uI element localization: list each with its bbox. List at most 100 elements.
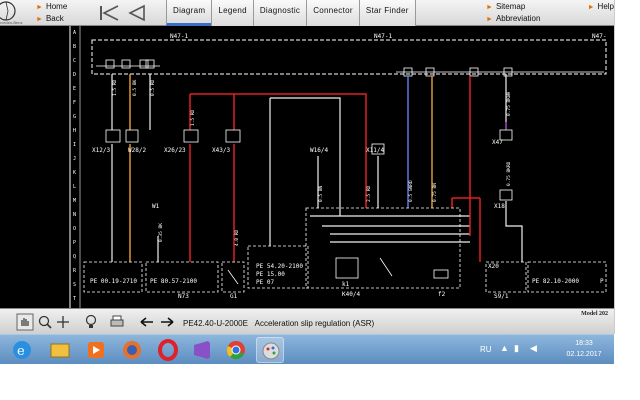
home-link[interactable]: ►Home [36,1,67,13]
abbreviation-label: Abbreviation [495,14,541,23]
grid-row-label: G [73,114,76,120]
volume-icon[interactable]: ◀ [530,343,537,353]
lightbulb-icon[interactable] [82,313,100,331]
connector-label: X12/3 [92,147,110,154]
internet-explorer-icon[interactable]: e [8,337,36,363]
network-icon[interactable]: ▮ [514,343,519,353]
zoom-icon[interactable] [36,313,54,331]
toolbar: rcedes-Benz ►Home ►Back Diagram Legend D… [0,0,614,26]
grid-row-label: F [73,100,76,106]
grid-row-label: K [73,170,76,176]
wire-label: 4.0 RD [234,229,240,246]
reference-box[interactable]: PE 07 [256,279,274,286]
connector-label: W16/4 [310,147,328,154]
top-label: N47- [592,33,606,40]
tab-connector[interactable]: Connector [306,0,359,26]
hand-pan-icon[interactable] [16,313,34,331]
grid-row-label: L [73,184,76,190]
opera-icon[interactable] [154,337,182,363]
connector-label: X18 [494,203,505,210]
chrome-icon[interactable] [222,337,250,363]
grid-row-label: C [73,58,76,64]
arrow-right-icon: ► [486,4,493,11]
logo-caption: rcedes-Benz [0,20,23,25]
right-links: ►Sitemap ►Help ►Abbreviation [486,1,614,25]
clock[interactable]: 18:33 02.12.2017 [554,338,614,360]
bottom-toolbar: PE42.40-U-2000E Acceleration slip regula… [0,308,614,334]
wire-label: 0.5 BK [132,79,138,96]
file-explorer-icon[interactable] [46,337,74,363]
reference-box[interactable]: P [600,278,604,285]
tab-legend[interactable]: Legend [211,0,253,26]
tab-diagnostic[interactable]: Diagnostic [252,0,307,26]
back-label: Back [45,14,64,23]
connector-label: X20 [488,263,499,270]
sitemap-link[interactable]: ►Sitemap [486,1,525,13]
previous-page-icon[interactable] [126,4,148,22]
mercedes-logo-icon: rcedes-Benz [0,0,24,26]
grid-row-label: M [73,198,76,204]
grid-row-label: D [73,72,76,78]
print-icon[interactable] [108,313,126,331]
tab-star-finder[interactable]: Star Finder [358,0,416,26]
document-title: Acceleration slip regulation (ASR) [254,319,375,328]
visual-studio-icon[interactable] [188,337,216,363]
reference-box[interactable]: PE 54.20-2100 [256,263,303,270]
arrow-right-icon: ► [587,4,595,11]
wis-app-icon[interactable] [256,337,284,363]
grid-row-label: B [73,44,76,50]
grid-row-label: P [73,240,76,246]
connector-label: X26/23 [164,147,186,154]
grid-row-label: J [73,156,76,162]
show-hidden-icons[interactable]: ▲ [500,343,509,353]
grid-row-label: O [73,226,76,232]
grid-row-label: R [73,268,77,274]
connector-label: W28/2 [128,147,146,154]
document-reference: PE42.40-U-2000E Acceleration slip regula… [183,319,374,328]
component-label: f2 [438,291,446,298]
component-label: N73 [178,293,189,300]
sitemap-label: Sitemap [495,2,526,11]
reference-box[interactable]: PE 15.00 [256,271,285,278]
back-link[interactable]: ►Back [36,13,67,25]
grid-row-label: N [73,212,76,218]
reference-box[interactable]: PE 80.57-2100 [150,278,197,285]
wire-label: 2.5 RD [366,185,372,202]
firefox-icon[interactable] [118,337,146,363]
tab-diagram[interactable]: Diagram [166,0,212,26]
component-label: k1 [342,281,350,288]
component-label: G1 [230,293,238,300]
grid-row-label: H [73,128,76,134]
grid-row-label: S [73,282,76,288]
connector-label: X11/4 [366,147,384,154]
first-page-icon[interactable] [98,4,120,22]
right-panel [614,0,640,334]
reference-box[interactable]: PE 00.19-2710 [90,278,137,285]
wire-label: 0.5 RD [150,79,156,96]
wire-label: 0.75 BKRD [506,161,512,186]
wire-label: 0.5 BN [318,185,324,202]
arrow-right-icon: ► [36,16,43,23]
wire-label: 0.75 BKWH [506,91,512,116]
arrow-right-icon: ► [36,4,43,11]
arrow-left-icon[interactable] [138,313,156,331]
model-label: Model 202 [581,311,608,317]
nav-links: ►Home ►Back [36,1,67,25]
grid-row-label: A [73,30,76,36]
clock-time: 18:33 [575,340,593,347]
abbreviation-link[interactable]: ►Abbreviation [486,13,614,25]
tab-bar: Diagram Legend Diagnostic Connector Star… [166,0,416,26]
arrow-right-icon[interactable] [158,313,176,331]
wire-label: 0.5 GNRD [408,180,414,202]
language-indicator[interactable]: RU [480,345,492,354]
blank-area [0,364,640,400]
crosshair-icon[interactable] [54,313,72,331]
help-link[interactable]: ►Help [588,1,614,13]
reference-box[interactable]: PE 82.10-2000 [532,278,579,285]
document-id: PE42.40-U-2000E [183,319,248,328]
connector-label: X43/3 [212,147,230,154]
top-label: N47-1 [374,33,392,40]
grid-row-label: I [73,142,76,148]
media-player-icon[interactable] [82,337,110,363]
